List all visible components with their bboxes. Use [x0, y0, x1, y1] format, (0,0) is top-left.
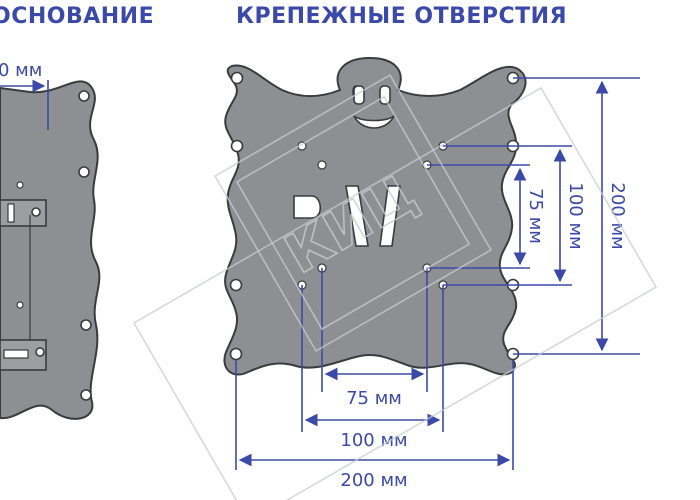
- dimension-h75: 75 мм: [346, 388, 402, 409]
- corner-hole: [230, 71, 244, 85]
- left-dimension-label: 0 мм: [0, 60, 42, 81]
- dimension-v200: 200 мм: [607, 182, 628, 249]
- dimension-v75: 75 мм: [525, 188, 546, 244]
- dimension-v100: 100 мм: [565, 182, 586, 249]
- horizontal-dimensions: 75 мм 100 мм 200 мм: [235, 268, 514, 491]
- heading-base: ОСНОВАНИЕ: [0, 4, 155, 29]
- vertical-dimensions: 75 мм 100 мм 200 мм: [427, 77, 640, 355]
- heading-mounting-holes: КРЕПЕЖНЫЕ ОТВЕРСТИЯ: [236, 4, 568, 29]
- dimension-h100: 100 мм: [340, 430, 407, 451]
- mounting-plate: [223, 56, 527, 376]
- base-plate: [0, 80, 101, 420]
- dimension-h200: 200 мм: [340, 470, 407, 491]
- left-dimension: 0 мм: [0, 60, 49, 130]
